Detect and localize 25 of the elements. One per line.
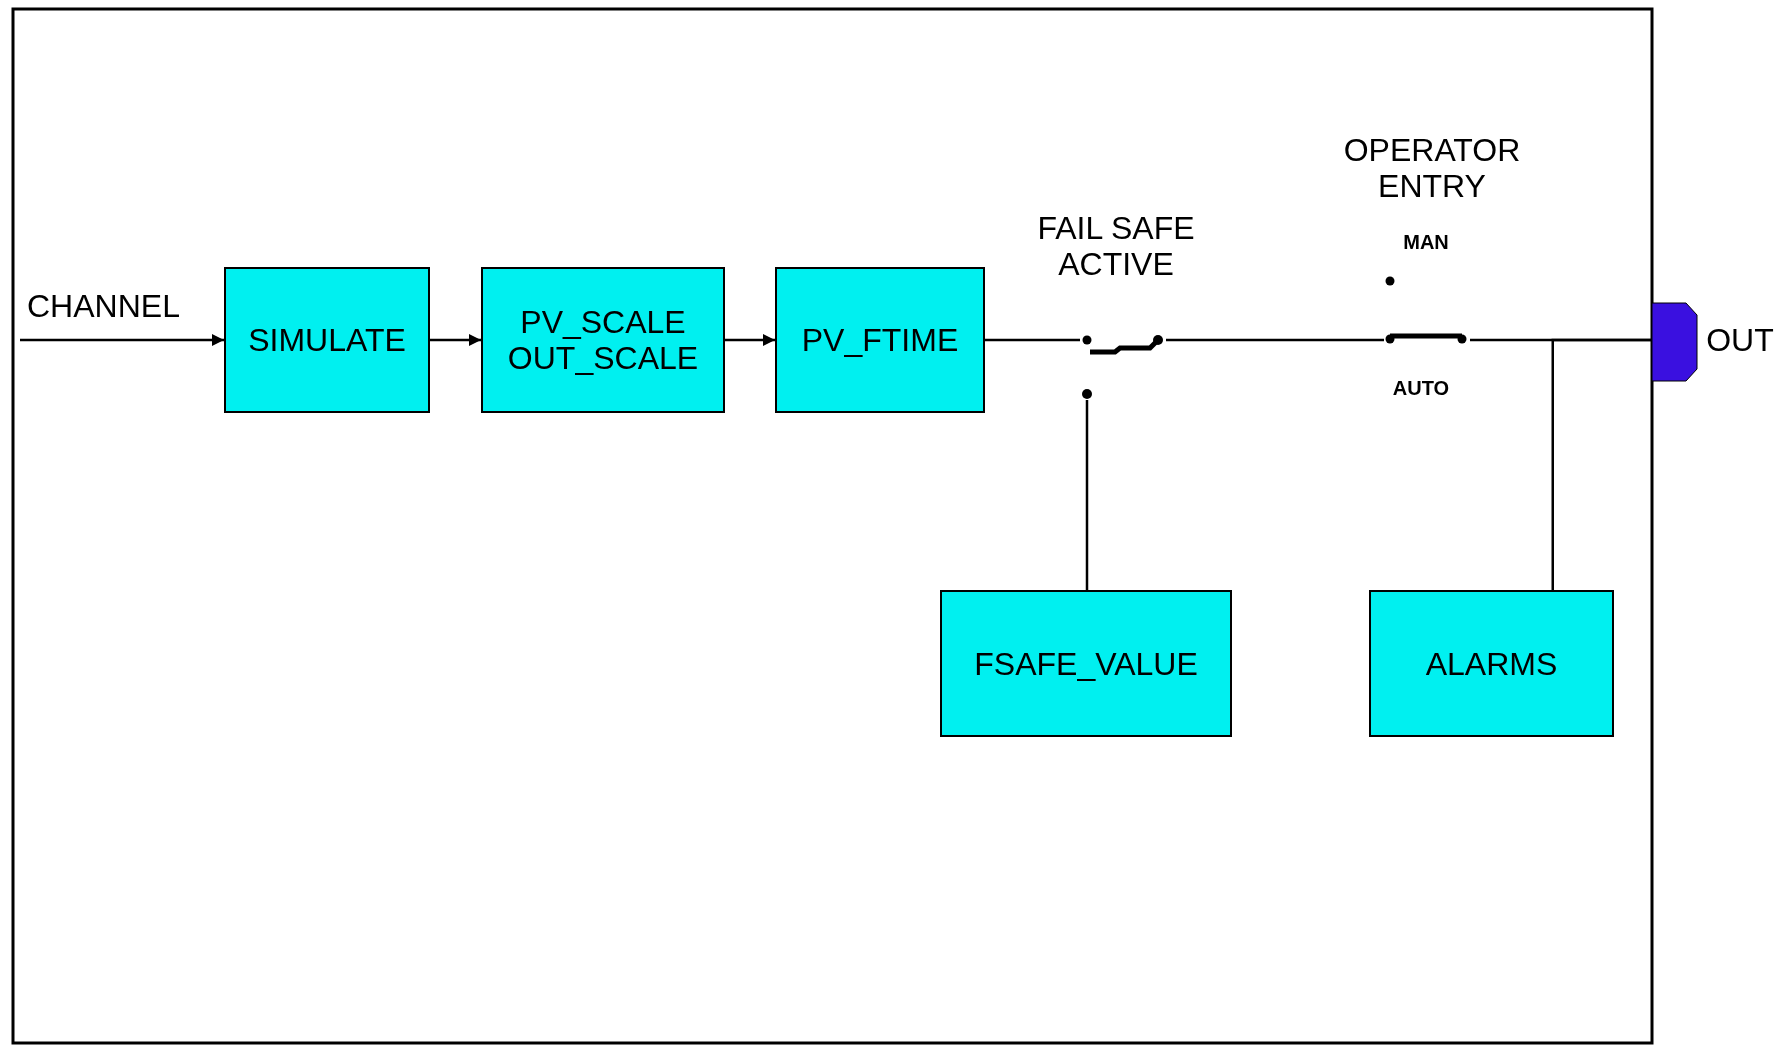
connector-line — [1085, 400, 1089, 590]
box-label: PV_FTIME — [801, 322, 959, 358]
arrow — [725, 333, 775, 347]
switch-label: OUT — [1705, 322, 1775, 358]
box-label: FSAFE_VALUE — [974, 645, 1198, 682]
output-connector — [1652, 303, 1698, 381]
switch-label: OPERATOR ENTRY — [1342, 132, 1522, 204]
box-label: OUT_SCALE — [507, 340, 699, 376]
process-box — [775, 267, 985, 413]
switch-label: AUTO — [1391, 376, 1451, 400]
connector-line — [985, 338, 1080, 342]
process-box — [1369, 590, 1614, 737]
connector-line — [1551, 338, 1652, 590]
arrow — [20, 333, 224, 347]
box-label: PV_SCALE — [520, 304, 686, 340]
process-box — [224, 267, 430, 413]
process-box — [481, 267, 725, 413]
box-label: SIMULATE — [248, 322, 406, 358]
switch-label: MAN — [1402, 230, 1450, 254]
process-box — [940, 590, 1232, 737]
box-label: ALARMS — [1425, 645, 1558, 682]
connector-line — [1166, 338, 1384, 342]
switch-label: FAIL SAFE ACTIVE — [1036, 210, 1196, 282]
arrow — [430, 333, 481, 347]
signal-label: CHANNEL — [27, 288, 180, 324]
